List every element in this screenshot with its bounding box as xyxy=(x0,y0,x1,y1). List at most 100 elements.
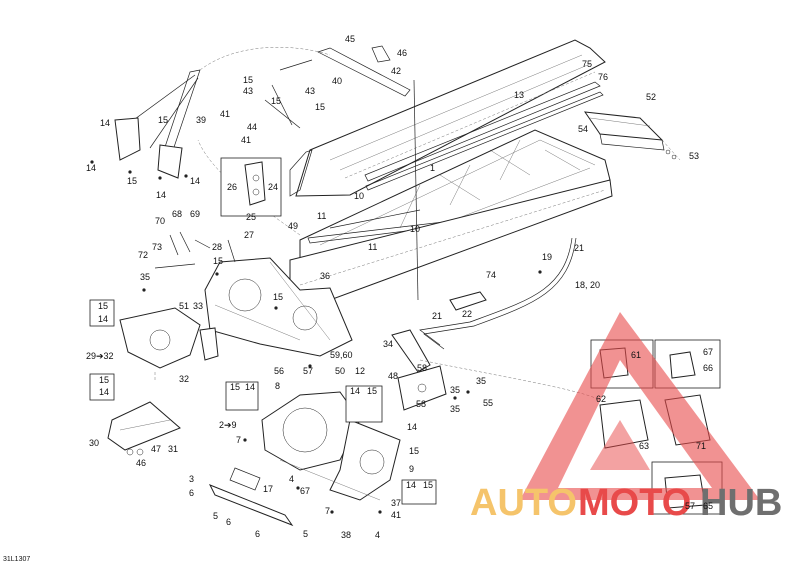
callout-label: 15 xyxy=(99,375,109,385)
callout-label: 76 xyxy=(598,72,608,82)
callout-label: 54 xyxy=(578,124,588,134)
callout-label: 35 xyxy=(450,404,460,414)
callout-label: 11 xyxy=(368,242,377,252)
callout-label: 70 xyxy=(155,216,165,226)
bracket-detail-box xyxy=(220,157,282,217)
callout-label: 4 xyxy=(375,530,380,540)
callout-label: 5 xyxy=(213,511,218,521)
callout-label: 14 xyxy=(156,190,166,200)
callout-label: 4 xyxy=(289,474,294,484)
callout-label: 14 xyxy=(99,387,109,397)
callout-label: 21 xyxy=(574,243,584,253)
callout-label: 15 xyxy=(158,115,168,125)
callout-label: 15 xyxy=(230,382,240,392)
running-board xyxy=(208,467,294,527)
callout-label: 75 xyxy=(582,59,592,69)
callout-label: 32 xyxy=(179,374,189,384)
callout-label: 15 xyxy=(271,96,281,106)
callout-label: 14 xyxy=(407,422,417,432)
callout-label: 51 xyxy=(179,301,189,311)
watermark-logo xyxy=(520,312,760,500)
side-bracket xyxy=(391,329,447,411)
callout-label: 10 xyxy=(410,224,420,234)
callout-label: 27 xyxy=(244,230,254,240)
callout-label: 14 xyxy=(98,314,108,324)
callout-label: 35 xyxy=(476,376,486,386)
callout-label: 66 xyxy=(703,363,713,373)
callout-label: 19 xyxy=(542,252,552,262)
callout-label: 35 xyxy=(140,272,150,282)
callout-label: 14 xyxy=(100,118,110,128)
callout-label: 15 xyxy=(367,386,377,396)
callout-label: 34 xyxy=(383,339,393,349)
rear-extension xyxy=(583,111,681,161)
callout-label: 56 xyxy=(274,366,284,376)
callout-label: 39 xyxy=(196,115,206,125)
callout-label: 63 xyxy=(639,441,649,451)
callout-label: 17 xyxy=(263,484,273,494)
front-frame xyxy=(154,231,353,357)
coolant-tube xyxy=(419,237,577,350)
callout-label: 14 xyxy=(190,176,200,186)
callout-label: 13 xyxy=(514,90,524,100)
callout-label: 45 xyxy=(345,34,355,44)
hardware-boxes xyxy=(89,299,437,505)
callout-label: 1 xyxy=(430,163,435,173)
lower-pan xyxy=(107,401,181,456)
callout-label: 6 xyxy=(189,488,194,498)
callout-label: 67 xyxy=(703,347,713,357)
callout-label: 15 xyxy=(127,176,137,186)
callout-label: 58 xyxy=(417,363,427,373)
callout-label: 7 xyxy=(236,435,241,445)
callout-label: 65 xyxy=(703,501,713,511)
callout-label: 15 xyxy=(98,301,108,311)
callout-label: 69 xyxy=(190,209,200,219)
callout-label: 55 xyxy=(483,398,493,408)
steering-support xyxy=(114,45,419,301)
callout-label: 38 xyxy=(341,530,351,540)
callout-label: 59,60 xyxy=(330,350,353,360)
callout-label: 57 xyxy=(685,501,695,511)
callout-label: 61 xyxy=(631,350,641,360)
drawing-code: 31L1307 xyxy=(3,556,30,563)
callout-label: 33 xyxy=(193,301,203,311)
callout-label: 41 xyxy=(391,510,401,520)
callout-label: 57 xyxy=(303,366,313,376)
callout-label: 25 xyxy=(246,212,256,222)
callout-label: 24 xyxy=(268,182,278,192)
callout-label: 15 xyxy=(273,292,283,302)
callout-label: 8 xyxy=(275,381,280,391)
callout-label: 71 xyxy=(696,441,706,451)
callout-label: 49 xyxy=(288,221,298,231)
callout-label: 46 xyxy=(397,48,407,58)
callout-label: 67 xyxy=(300,486,310,496)
callout-label: 41 xyxy=(241,135,251,145)
callout-label: 18, 20 xyxy=(575,280,600,290)
callout-label: 37 xyxy=(391,498,401,508)
callout-label: 14 xyxy=(86,163,96,173)
callout-label: 41 xyxy=(220,109,230,119)
callout-label: 43 xyxy=(243,86,253,96)
watermark-moto: MOTO xyxy=(578,482,691,524)
tunnel-assembly xyxy=(289,39,613,301)
callout-label: 35 xyxy=(450,385,460,395)
callout-label: 21 xyxy=(432,311,442,321)
callout-label: 50 xyxy=(335,366,345,376)
callout-label: 7 xyxy=(325,506,330,516)
callout-label: 48 xyxy=(388,371,398,381)
callout-label: 15 xyxy=(315,102,325,112)
callout-label: 29➔32 xyxy=(86,351,114,361)
front-bumper xyxy=(119,307,219,380)
callout-label: 73 xyxy=(152,242,162,252)
callout-label: 15 xyxy=(243,75,253,85)
callout-label: 42 xyxy=(391,66,401,76)
callout-label: 5 xyxy=(303,529,308,539)
callout-label: 62 xyxy=(596,394,606,404)
callout-label: 26 xyxy=(227,182,237,192)
callout-label: 12 xyxy=(355,366,365,376)
callout-label: 68 xyxy=(172,209,182,219)
callout-label: 40 xyxy=(332,76,342,86)
callout-label: 14 xyxy=(245,382,255,392)
